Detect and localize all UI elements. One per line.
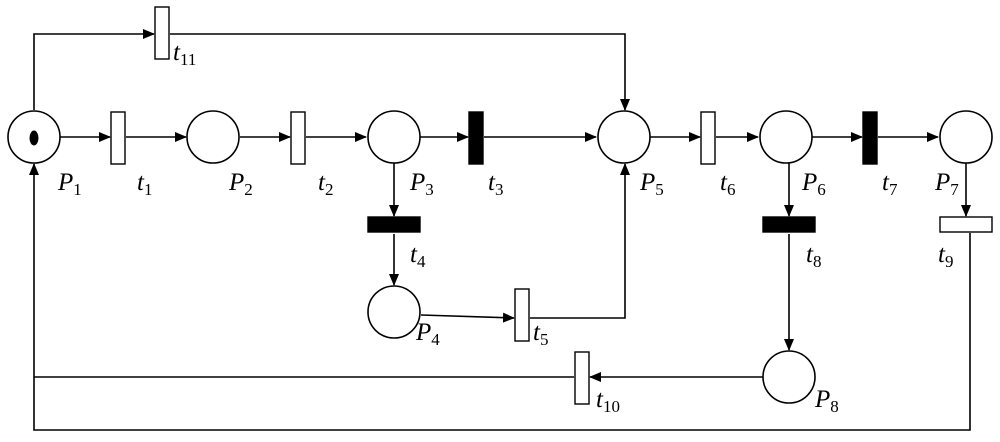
transition-t7 — [862, 111, 878, 165]
label-p8: P8 — [814, 386, 839, 416]
label-t4: t4 — [410, 241, 426, 271]
places — [7, 110, 993, 404]
labels: P1 t1 P2 t2 P3 t3 t4 P4 t5 P5 t6 P6 t7 P… — [57, 39, 959, 416]
place-p7 — [939, 110, 993, 164]
transition-t2 — [290, 111, 306, 165]
arc-p4-t5 — [420, 312, 515, 323]
place-p8 — [762, 350, 816, 404]
transition-t11 — [154, 6, 170, 60]
label-t9: t9 — [938, 241, 953, 271]
label-p2: P2 — [228, 169, 253, 199]
label-t8: t8 — [806, 241, 821, 271]
label-t5: t5 — [533, 319, 548, 349]
place-p4 — [367, 285, 421, 339]
label-p7: P7 — [934, 169, 959, 199]
transition-t3 — [468, 111, 484, 165]
token-p1 — [29, 130, 39, 146]
label-t6: t6 — [720, 169, 735, 199]
label-t1: t1 — [137, 169, 152, 199]
label-p3: P3 — [409, 169, 434, 199]
label-t3: t3 — [488, 169, 503, 199]
transition-t8 — [762, 216, 816, 233]
arcs — [29, 29, 971, 431]
arc-t9-p1 — [29, 163, 971, 431]
place-p3 — [367, 110, 421, 164]
transition-t1 — [110, 111, 126, 165]
transition-t10 — [574, 351, 590, 405]
place-p2 — [186, 110, 240, 164]
transition-t6 — [700, 111, 716, 165]
label-p6: P6 — [801, 169, 826, 199]
arc-t11-p5 — [170, 33, 630, 111]
transition-t5 — [514, 288, 530, 342]
place-p5 — [597, 110, 651, 164]
transition-t4 — [367, 216, 421, 233]
label-t2: t2 — [318, 169, 333, 199]
transition-t9 — [939, 216, 993, 233]
label-p5: P5 — [639, 169, 664, 199]
arc-t5-p5 — [530, 163, 630, 319]
arc-p1-t11 — [33, 29, 155, 110]
place-p6 — [759, 110, 813, 164]
label-t7: t7 — [882, 169, 898, 199]
label-p4: P4 — [415, 319, 440, 349]
label-t10: t10 — [596, 386, 620, 416]
label-t11: t11 — [173, 39, 196, 69]
transitions — [110, 6, 993, 405]
label-p1: P1 — [57, 169, 82, 199]
